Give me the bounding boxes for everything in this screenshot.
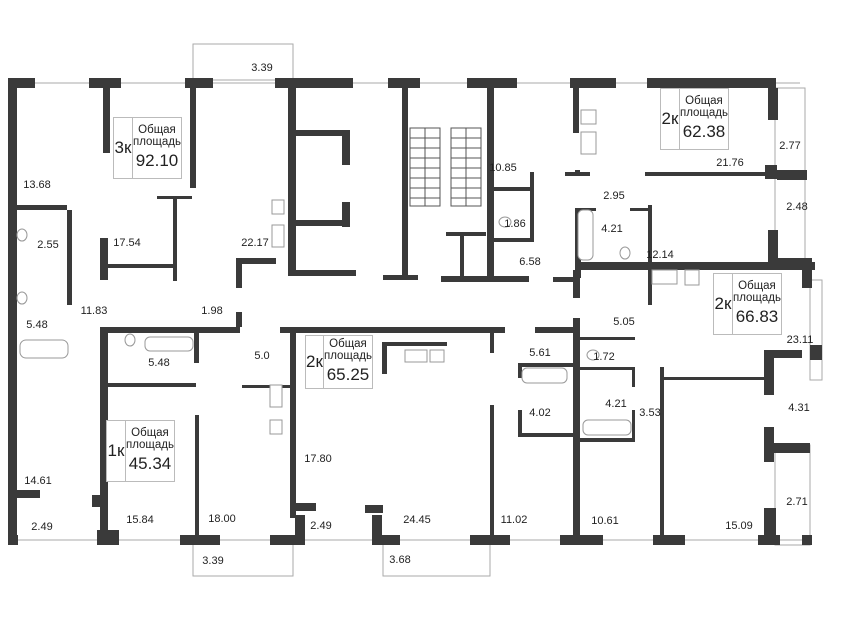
apartment-label-line1: Общая xyxy=(685,95,723,107)
room-area: 1.98 xyxy=(201,305,223,317)
room-area: 4.21 xyxy=(601,223,623,235)
room-area: 15.84 xyxy=(126,514,154,526)
room-area: 15.09 xyxy=(725,520,753,532)
apartment-label-line2: площадь xyxy=(125,439,174,451)
room-area: 5.0 xyxy=(254,350,270,362)
room-area: 2.55 xyxy=(37,239,59,251)
room-area: 21.76 xyxy=(716,157,744,169)
room-area: 3.39 xyxy=(251,62,273,74)
room-area: 4.21 xyxy=(605,398,627,410)
room-area: 2.95 xyxy=(603,190,625,202)
apartment-label-line2: площадь xyxy=(132,136,181,148)
room-area: 23.11 xyxy=(786,334,814,346)
room-area: 18.00 xyxy=(208,513,236,525)
apartment-label-line1: Общая xyxy=(138,124,176,136)
room-area: 2.49 xyxy=(31,521,53,533)
room-area: 12.14 xyxy=(646,249,674,261)
room-area: 4.31 xyxy=(788,402,810,414)
apartment-rooms: 2к xyxy=(306,336,324,388)
apartment-rooms: 1к xyxy=(107,421,126,481)
room-area: 24.45 xyxy=(403,514,431,526)
fixtures xyxy=(16,109,700,436)
apartment-label-line2: площадь xyxy=(732,292,781,304)
staircase xyxy=(409,127,482,207)
apartment-area: 45.34 xyxy=(128,454,172,473)
room-area: 14.61 xyxy=(24,475,52,487)
room-area: 4.02 xyxy=(529,407,551,419)
apartment-area: 62.38 xyxy=(682,122,726,141)
apartment-label-line1: Общая xyxy=(131,427,169,439)
room-area: 2.49 xyxy=(310,520,332,532)
room-area: 3.53 xyxy=(639,407,661,419)
room-area: 10.85 xyxy=(489,162,517,174)
room-area: 3.39 xyxy=(202,555,224,567)
room-area: 13.68 xyxy=(23,179,51,191)
room-area: 1.86 xyxy=(504,218,526,230)
room-area: 1.72 xyxy=(593,351,615,363)
apartment-rooms: 2к xyxy=(661,89,680,149)
room-area: 2.77 xyxy=(779,140,801,152)
room-area: 5.48 xyxy=(148,357,170,369)
apartment-label-line1: Общая xyxy=(329,338,367,350)
room-area: 5.05 xyxy=(613,316,635,328)
room-area: 3.68 xyxy=(389,554,411,566)
apartment-rooms: 3к xyxy=(114,118,133,178)
room-area: 22.17 xyxy=(241,237,269,249)
room-area: 2.48 xyxy=(786,201,808,213)
apartment-area: 92.10 xyxy=(135,151,179,170)
room-area: 10.61 xyxy=(591,515,619,527)
walls xyxy=(8,78,822,545)
room-area: 17.80 xyxy=(304,453,332,465)
apartment-rooms: 2к xyxy=(714,274,733,334)
room-area: 5.61 xyxy=(529,347,551,359)
apartment-area: 65.25 xyxy=(326,365,370,384)
room-area: 6.58 xyxy=(519,256,541,268)
room-area: 11.83 xyxy=(80,305,108,317)
room-area: 11.02 xyxy=(500,514,528,526)
apartment-area: 66.83 xyxy=(735,307,779,326)
apartment-label-line2: площадь xyxy=(323,350,372,362)
room-area: 5.48 xyxy=(26,319,48,331)
apartment-label-line2: площадь xyxy=(679,107,728,119)
apartment-label-line1: Общая xyxy=(738,280,776,292)
room-area: 17.54 xyxy=(113,237,141,249)
room-area: 2.71 xyxy=(786,496,808,508)
